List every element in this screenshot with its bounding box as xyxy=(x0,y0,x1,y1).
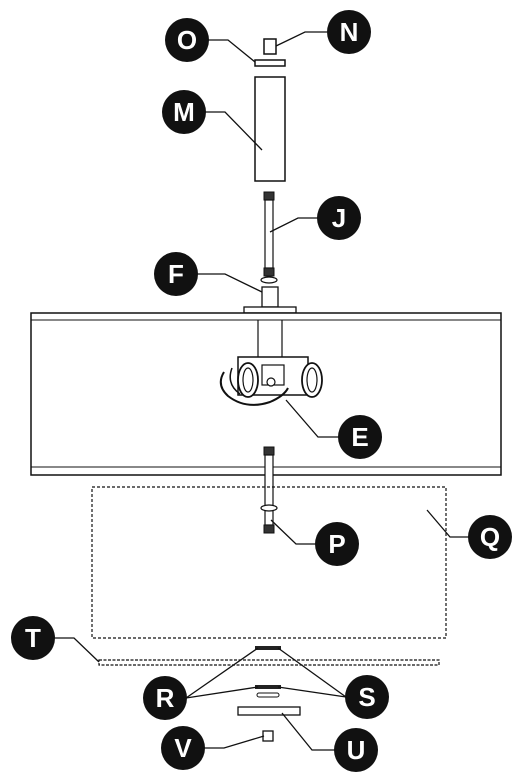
callout-p: P xyxy=(315,522,359,566)
callout-f-label: F xyxy=(168,259,184,289)
callout-q-label: Q xyxy=(480,522,500,552)
callout-j-label: J xyxy=(332,203,346,233)
part-e-socket-cluster xyxy=(219,356,323,406)
part-p-lower-rod xyxy=(260,446,278,534)
callout-m: M xyxy=(162,90,206,134)
part-q-diffuser-panel xyxy=(91,486,447,639)
callout-p-label: P xyxy=(328,529,345,559)
callout-q: Q xyxy=(468,515,512,559)
part-v-cap xyxy=(262,730,274,742)
part-r-s-lower-bracket xyxy=(255,685,281,689)
callout-n: N xyxy=(327,10,371,54)
part-n-cap xyxy=(263,38,277,55)
callout-o-label: O xyxy=(177,25,197,55)
callout-m-label: M xyxy=(173,97,195,127)
callout-j: J xyxy=(317,196,361,240)
part-u-plate xyxy=(237,706,301,716)
part-j-threaded-rod xyxy=(263,191,275,277)
callout-n-label: N xyxy=(340,17,359,47)
callout-e: E xyxy=(338,415,382,459)
part-f-coupling xyxy=(243,276,297,314)
part-o-washer xyxy=(254,59,286,67)
callout-f: F xyxy=(154,252,198,296)
callout-s: S xyxy=(345,675,389,719)
part-t-bottom-plate xyxy=(98,659,440,666)
callout-s-label: S xyxy=(358,682,375,712)
part-r-s-slot-bar xyxy=(256,692,280,698)
callout-v: V xyxy=(161,726,205,770)
callout-o: O xyxy=(165,18,209,62)
callout-u-label: U xyxy=(347,735,366,765)
callout-e-label: E xyxy=(351,422,368,452)
leader-lines xyxy=(54,31,469,751)
callout-r-label: R xyxy=(156,683,175,713)
callout-u: U xyxy=(334,728,378,772)
callout-t: T xyxy=(11,616,55,660)
callout-t-label: T xyxy=(25,623,41,653)
part-r-s-upper-bracket xyxy=(255,646,281,650)
part-m-cover-tube xyxy=(254,76,286,182)
callout-v-label: V xyxy=(174,733,192,763)
callout-r: R xyxy=(143,676,187,720)
